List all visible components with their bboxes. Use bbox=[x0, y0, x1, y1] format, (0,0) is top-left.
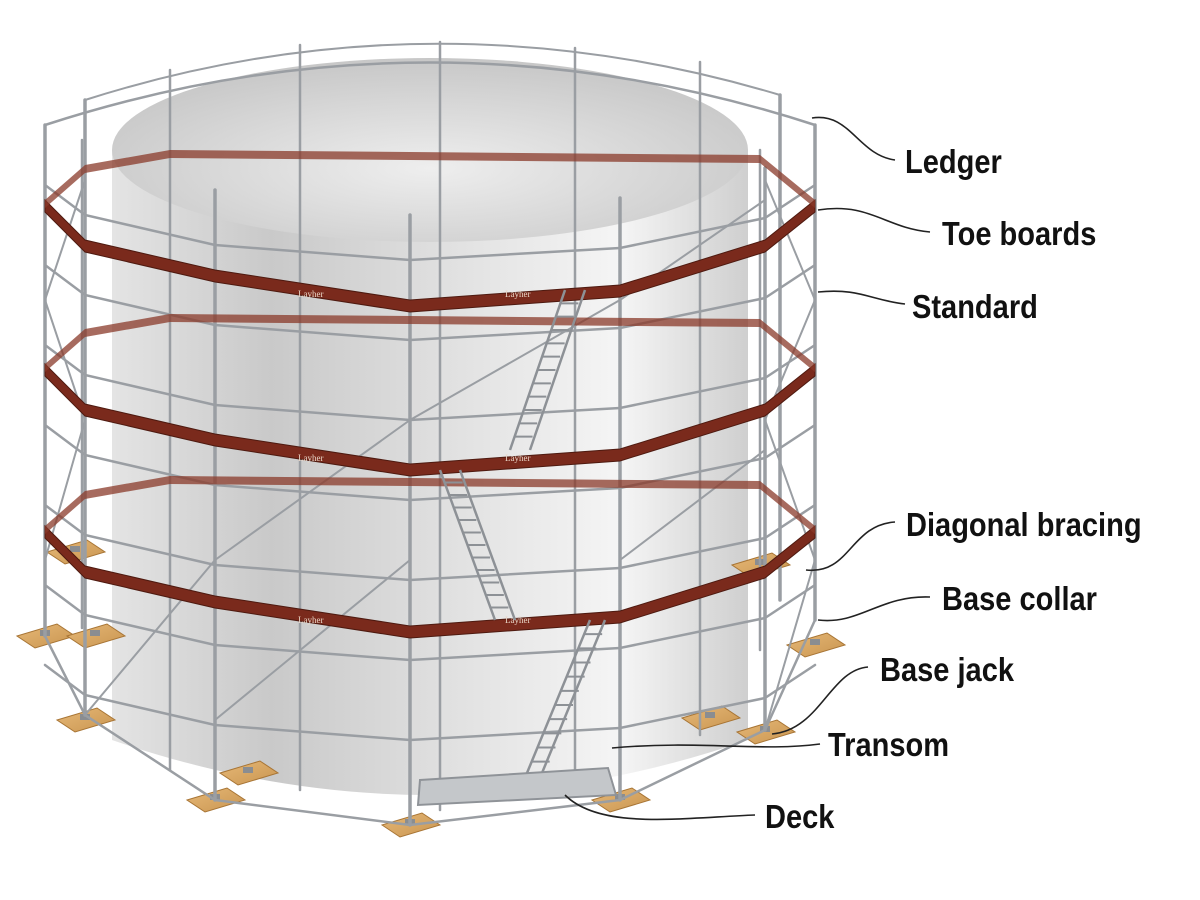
leader-base-jack bbox=[771, 666, 869, 735]
leader-toe-boards bbox=[817, 207, 931, 233]
toe-board bbox=[44, 198, 816, 313]
base-jack bbox=[705, 712, 715, 718]
ladder-rungs bbox=[444, 302, 603, 777]
brand-marking: Layher bbox=[505, 289, 530, 299]
callout-base-jack: Base jack bbox=[880, 651, 1015, 688]
callout-standard: Standard bbox=[912, 288, 1038, 325]
brand-marking: Layher bbox=[505, 453, 530, 463]
callout-toe-boards: Toe boards bbox=[942, 215, 1097, 252]
diagonal-brace bbox=[619, 449, 766, 561]
brand-markings: Layher Layher Layher Layher Layher Layhe… bbox=[298, 289, 530, 625]
base-jack bbox=[810, 639, 820, 645]
brand-marking: Layher bbox=[298, 453, 323, 463]
ledger bbox=[43, 663, 817, 742]
ledger bbox=[43, 583, 817, 662]
callout-base-collar: Base collar bbox=[942, 580, 1097, 617]
callout-transom: Transom bbox=[828, 726, 950, 763]
leader-transom bbox=[611, 743, 821, 749]
toe-board-rear bbox=[45, 476, 815, 534]
ledger bbox=[43, 423, 817, 502]
toe-board-rings bbox=[44, 150, 816, 639]
toe-board bbox=[44, 524, 816, 639]
callout-deck: Deck bbox=[765, 798, 835, 835]
base-jack bbox=[80, 714, 90, 720]
leader-diagonal-bracing bbox=[805, 521, 896, 571]
ledger bbox=[43, 183, 817, 262]
toe-board-rear bbox=[45, 314, 815, 372]
scaffold-frame bbox=[43, 40, 817, 827]
brand-marking: Layher bbox=[298, 615, 323, 625]
brand-marking: Layher bbox=[298, 289, 323, 299]
diagonal-brace bbox=[764, 179, 816, 301]
ledger bbox=[43, 263, 817, 342]
ledger bbox=[43, 503, 817, 582]
base-jack bbox=[243, 767, 253, 773]
leader-base-collar bbox=[817, 596, 931, 622]
leader-standard bbox=[817, 290, 906, 305]
base-jack bbox=[90, 630, 100, 636]
top-ledger bbox=[43, 61, 817, 127]
top-ledger bbox=[84, 42, 781, 101]
callout-diagonal-bracing: Diagonal bracing bbox=[906, 506, 1142, 543]
storage-tank bbox=[112, 58, 748, 795]
base-jack bbox=[70, 546, 80, 552]
leader-deck bbox=[564, 794, 756, 821]
diagonal-brace bbox=[764, 559, 816, 731]
brand-marking: Layher bbox=[505, 615, 530, 625]
diagonal-brace bbox=[84, 559, 216, 716]
callout-ledger: Ledger bbox=[905, 143, 1002, 180]
diagonal-brace bbox=[214, 419, 411, 561]
toe-board-rear bbox=[45, 150, 815, 208]
tank-roof bbox=[112, 58, 748, 242]
diagonal-brace bbox=[44, 179, 86, 301]
toe-board bbox=[44, 362, 816, 477]
callout-leaders bbox=[564, 116, 931, 821]
diagonal-brace bbox=[214, 559, 411, 721]
leader-ledger bbox=[811, 116, 896, 161]
